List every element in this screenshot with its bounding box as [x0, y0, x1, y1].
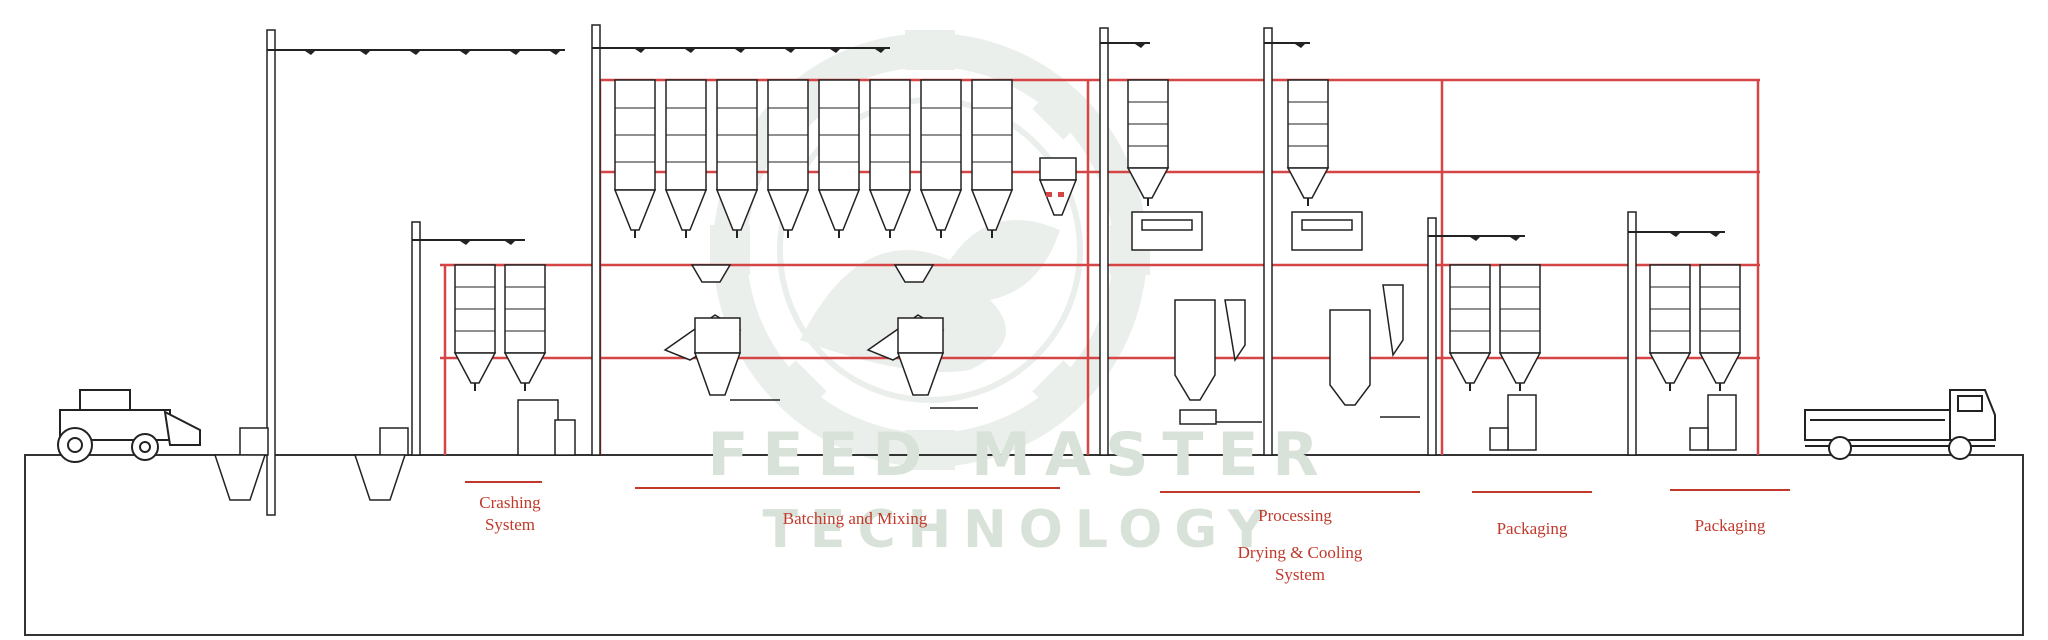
bucket-elevators: [266, 24, 1637, 516]
label-crushing-line-1: Crashing: [479, 493, 541, 512]
processing-silos: [1127, 79, 1329, 207]
label-batching-and-mixing: Batching and Mixing: [782, 509, 928, 528]
packing-scales: [1489, 394, 1737, 451]
intake-pits: [213, 399, 576, 501]
label-packaging-1: Packaging: [1496, 519, 1568, 538]
label-drying-cooling-system: Drying & Cooling System: [1210, 542, 1390, 586]
watermark-line-1: FEED MASTER: [707, 420, 1333, 490]
crushing-silos: [454, 264, 546, 392]
label-processing: Processing: [1258, 506, 1332, 525]
truck-icon: [1804, 389, 1996, 460]
section-underlines: [465, 481, 1790, 493]
mixers: [663, 264, 978, 409]
dust-collector: [1038, 157, 1078, 216]
label-drying-line-1: Drying & Cooling: [1237, 543, 1363, 562]
watermark-line-2: TECHNOLOGY: [762, 500, 1278, 560]
tractor-icon: [57, 389, 201, 463]
packaging-silos: [1449, 264, 1741, 392]
label-packaging-2: Packaging: [1694, 516, 1766, 535]
label-drying-line-2: System: [1274, 565, 1326, 584]
pellet-mills: [1131, 211, 1420, 425]
ground-frame: [24, 454, 2024, 636]
conveyors: [267, 42, 1725, 241]
label-crushing-system: Crashing System: [455, 492, 565, 536]
label-crushing-line-2: System: [484, 515, 536, 534]
